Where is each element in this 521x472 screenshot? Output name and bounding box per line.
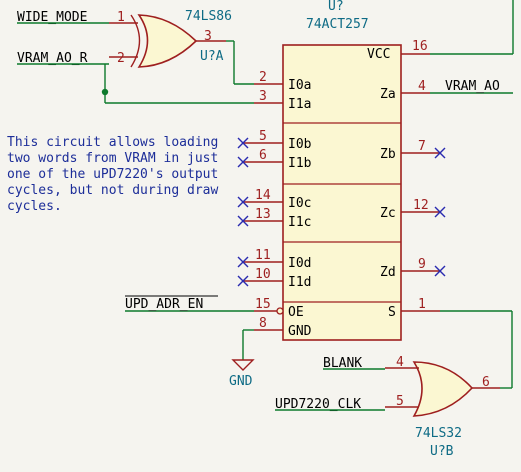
mux-i0a-label: I0a	[288, 78, 311, 93]
mux-s-num: 1	[418, 297, 426, 312]
mux-i0b-num: 5	[259, 129, 267, 144]
mux-i0d-num: 11	[255, 248, 271, 263]
no-connect-i1b	[237, 156, 249, 168]
mux-zc-label: Zc	[380, 206, 396, 221]
xor-pin3: 3	[204, 29, 212, 44]
mux-ref: U?	[328, 0, 344, 14]
no-connect-i1d	[237, 275, 249, 287]
mux-i1d-label: I1d	[288, 275, 311, 290]
ground-symbol	[231, 359, 255, 371]
inversion-bubble	[276, 307, 284, 315]
note-line-5: cycles.	[7, 199, 62, 214]
no-connect-i1c	[237, 215, 249, 227]
mux-i1c-num: 13	[255, 207, 271, 222]
net-wide-mode: WIDE_MODE	[17, 10, 87, 25]
xor-pin1: 1	[117, 10, 125, 25]
mux-gnd-label: GND	[288, 324, 312, 339]
net-vram-a0-r: VRAM_AO_R	[17, 51, 88, 66]
mux-i0c-label: I0c	[288, 196, 311, 211]
mux-body[interactable]	[282, 44, 402, 341]
mux-i1d-num: 10	[255, 267, 271, 282]
no-connect-zb	[434, 147, 446, 159]
xor-part: 74LS86	[185, 9, 232, 24]
or-part: 74LS32	[415, 426, 462, 441]
mux-part: 74ACT257	[306, 17, 369, 32]
mux-i1b-num: 6	[259, 148, 267, 163]
note-line-4: cycles, but not during draw	[7, 183, 218, 198]
no-connect-i0c	[237, 196, 249, 208]
mux-za-num: 4	[418, 79, 426, 94]
no-connect-i0d	[237, 256, 249, 268]
mux-oe-label: OE	[288, 305, 304, 320]
mux-i1a-label: I1a	[288, 97, 311, 112]
note-line-2: two words from VRAM in just	[7, 151, 218, 166]
note-line-1: This circuit allows loading	[7, 135, 218, 150]
or-pin6: 6	[482, 375, 490, 390]
no-connect-zc	[434, 206, 446, 218]
mux-i0c-num: 14	[255, 188, 271, 203]
note-line-3: one of the uPD7220's output	[7, 167, 218, 182]
mux-zb-label: Zb	[380, 147, 396, 162]
net-gnd: GND	[229, 374, 253, 389]
xor-gate[interactable]	[109, 14, 226, 68]
no-connect-zd	[434, 265, 446, 277]
mux-oe-num: 15	[255, 297, 271, 312]
net-upd-adr-en: UPD_ADR_EN	[125, 297, 203, 312]
mux-i0a-num: 2	[259, 70, 267, 85]
design-note: This circuit allows loading two words fr…	[7, 135, 218, 214]
mux-vcc-label: VCC	[367, 47, 390, 62]
or-pin5: 5	[396, 394, 404, 409]
or-pin4: 4	[396, 355, 404, 370]
net-upd-clk: UPD7220_CLK	[275, 397, 361, 412]
mux-za-label: Za	[380, 87, 396, 102]
mux-gnd-num: 8	[259, 316, 267, 331]
mux-i0d-label: I0d	[288, 256, 311, 271]
mux-i0b-label: I0b	[288, 137, 312, 152]
xor-pin2: 2	[117, 51, 125, 66]
mux-vcc-num: 16	[412, 39, 428, 54]
mux-zc-num: 12	[413, 198, 429, 213]
no-connect-i0b	[237, 137, 249, 149]
net-vram-a0: VRAM_AO	[445, 79, 500, 94]
mux-i1b-label: I1b	[288, 156, 312, 171]
or-ref: U?B	[430, 444, 454, 459]
mux-zd-num: 9	[418, 257, 426, 272]
net-blank: BLANK	[323, 356, 362, 371]
junction-dot	[101, 88, 109, 96]
mux-s-label: S	[388, 305, 396, 320]
mux-zb-num: 7	[418, 139, 426, 154]
mux-zd-label: Zd	[380, 265, 396, 280]
mux-i1c-label: I1c	[288, 215, 311, 230]
or-gate[interactable]	[385, 361, 500, 417]
mux-i1a-num: 3	[259, 89, 267, 104]
xor-ref: U?A	[200, 49, 224, 64]
